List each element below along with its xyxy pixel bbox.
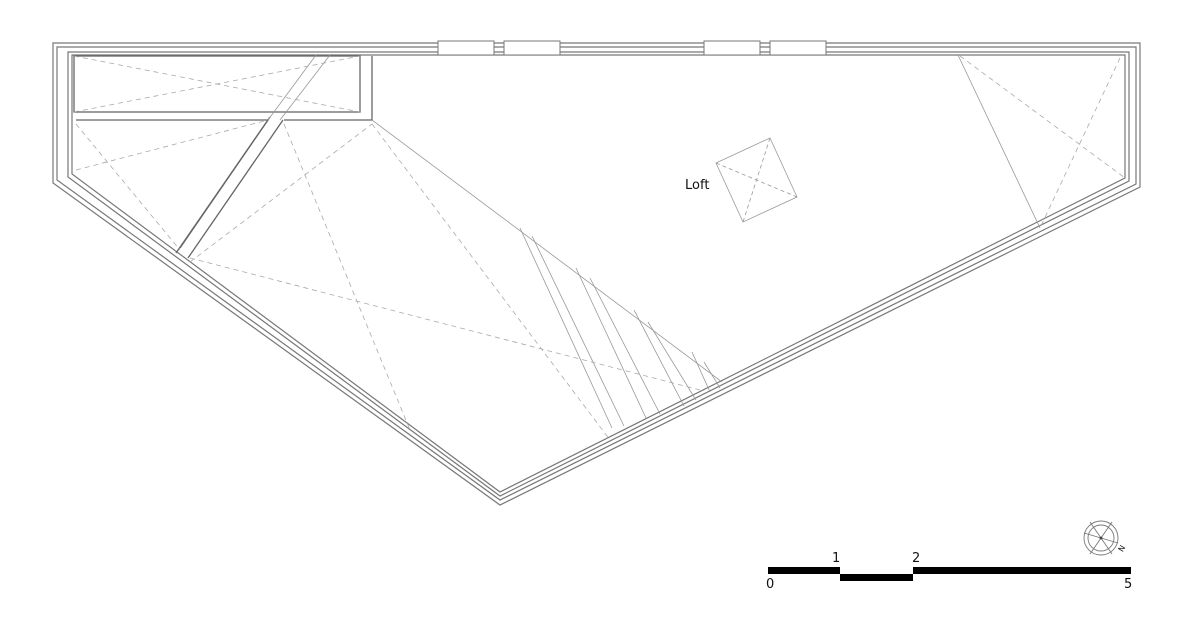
roof-lines — [267, 54, 1041, 429]
windows — [437, 40, 827, 56]
scale-label-1: 1 — [832, 551, 841, 566]
scale-label-0: 0 — [766, 577, 775, 592]
interior-walls — [73, 55, 373, 259]
loft-hatch — [715, 137, 798, 223]
scale-label-2: 2 — [912, 551, 921, 566]
room-label-loft: Loft — [685, 178, 710, 193]
north-arrow-icon — [1083, 520, 1119, 556]
scale-label-5: 5 — [1124, 577, 1133, 592]
scale-bar — [768, 567, 1131, 581]
exterior-walls — [52, 42, 1141, 506]
dashed-lines — [73, 55, 1126, 441]
